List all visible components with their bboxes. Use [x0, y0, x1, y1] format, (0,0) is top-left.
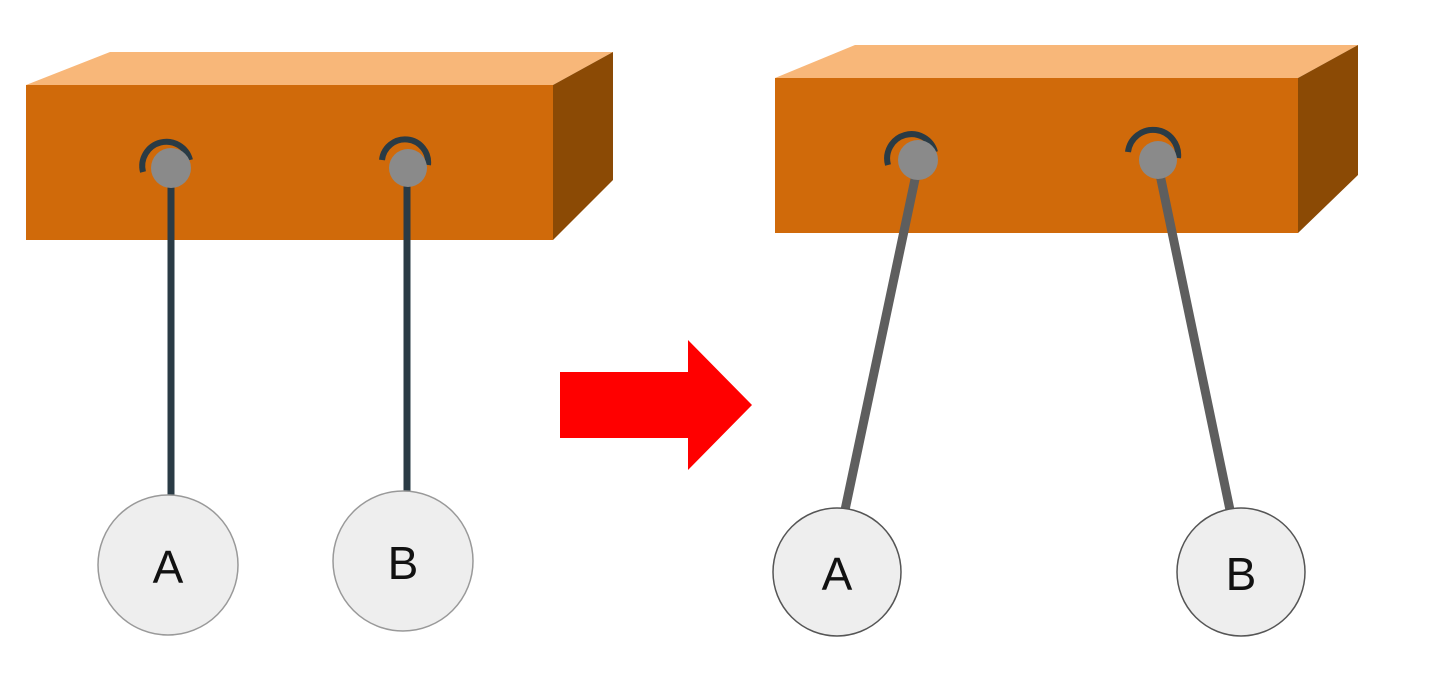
pivot-b-before: [389, 149, 427, 187]
bob-a-before-label: A: [153, 541, 184, 593]
bob-a-before: [97, 494, 239, 636]
after-panel: A B: [772, 45, 1358, 637]
transition-arrow: [560, 340, 752, 470]
bob-b-before-label: B: [388, 537, 419, 589]
pendulum-b-after: B: [1125, 126, 1306, 637]
bob-a-after: [772, 507, 902, 637]
pendulum-a-before: A: [97, 138, 239, 636]
bob-a-after-label: A: [822, 548, 853, 600]
support-block-after: [775, 45, 1358, 233]
pivot-a-after: [898, 140, 938, 180]
pivot-b-after: [1139, 141, 1177, 179]
bob-b-after: [1176, 507, 1306, 637]
before-panel: A B: [26, 52, 613, 636]
support-block-before: [26, 52, 613, 240]
pendulum-a-after: A: [772, 131, 938, 637]
bob-b-after-label: B: [1226, 548, 1257, 600]
pivot-a-before: [151, 148, 191, 188]
pendulum-b-before: B: [332, 136, 474, 632]
bob-b-before: [332, 490, 474, 632]
